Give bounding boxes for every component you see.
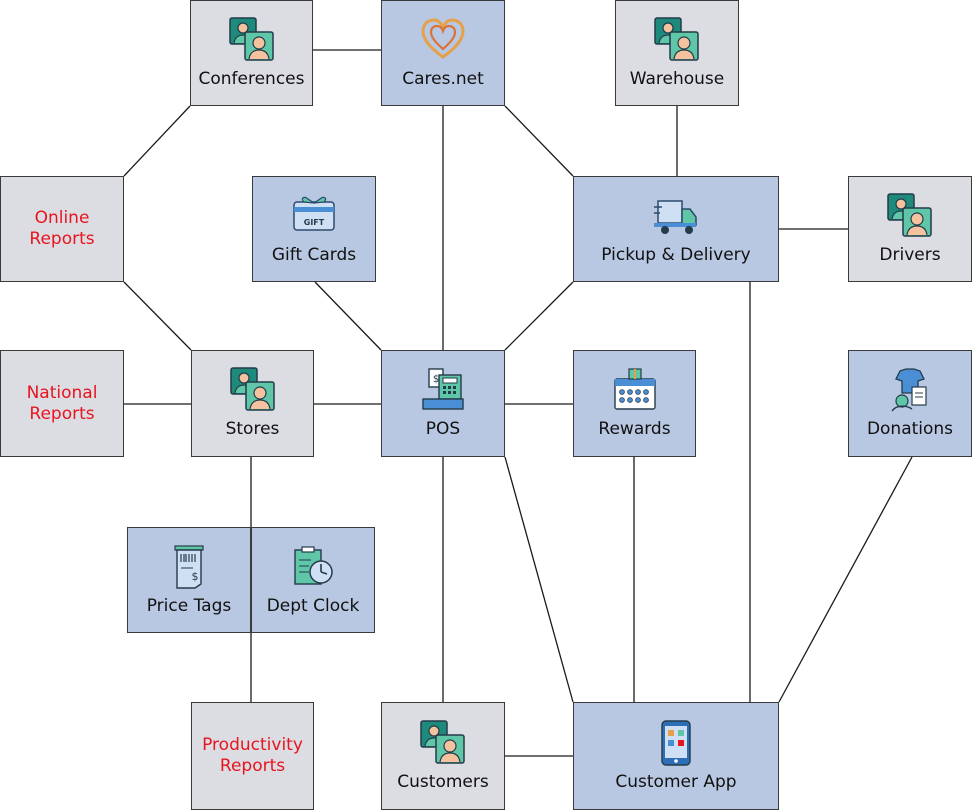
pickup-delivery-node[interactable]: Pickup & Delivery <box>573 176 779 282</box>
rewards-label: Rewards <box>598 419 671 439</box>
national-reports-label: National Reports <box>26 382 98 424</box>
heart-icon <box>419 17 467 63</box>
gift-cards-label: Gift Cards <box>271 244 357 265</box>
people-icon <box>653 16 701 63</box>
national-reports-node[interactable]: National Reports <box>0 350 124 457</box>
people-icon <box>229 367 277 413</box>
customers-label: Customers <box>397 771 489 792</box>
price-tag-icon: $ <box>165 544 213 590</box>
gift-cards-node[interactable]: GIFT Gift Cards <box>252 176 376 282</box>
clock-board-icon <box>289 544 337 590</box>
rewards-node[interactable]: Rewards <box>573 350 696 457</box>
pos-label: POS <box>425 419 461 439</box>
edge-online-reports-stores <box>123 281 192 351</box>
cares-net-label: Cares.net <box>402 68 484 89</box>
stores-node[interactable]: Stores <box>191 350 314 457</box>
productivity-reports-label: Productivity Reports <box>202 735 303 776</box>
people-icon <box>228 16 276 63</box>
customer-app-label: Customer App <box>615 771 737 792</box>
gift-card-icon: GIFT <box>290 193 338 239</box>
people-icon <box>886 192 934 239</box>
productivity-reports-node[interactable]: Productivity Reports <box>191 702 314 810</box>
pickup-delivery-label: Pickup & Delivery <box>601 244 751 265</box>
online-reports-node[interactable]: Online Reports <box>0 176 124 282</box>
customers-node[interactable]: Customers <box>381 702 505 810</box>
donations-node[interactable]: Donations <box>848 350 972 457</box>
cash-register-icon: $ <box>419 367 467 413</box>
donations-label: Donations <box>866 419 954 439</box>
edge-donations-customer-app <box>778 456 913 703</box>
rewards-calendar-icon <box>611 367 659 413</box>
conferences-node[interactable]: Conferences <box>190 0 313 106</box>
delivery-truck-icon <box>652 193 700 239</box>
online-reports-label: Online Reports <box>29 208 95 249</box>
edge-pos-customer-app <box>504 456 574 703</box>
svg-text:$: $ <box>433 374 439 385</box>
drivers-label: Drivers <box>879 244 941 265</box>
smartphone-icon <box>652 719 700 766</box>
pos-node[interactable]: $ POS <box>381 350 505 457</box>
people-icon <box>419 719 467 766</box>
dept-clock-node[interactable]: Dept Clock <box>251 527 375 633</box>
edge-gift-cards-pos <box>314 281 382 351</box>
price-tags-label: Price Tags <box>146 595 232 616</box>
svg-text:$: $ <box>192 570 199 583</box>
conferences-label: Conferences <box>198 68 305 89</box>
customer-app-node[interactable]: Customer App <box>573 702 779 810</box>
price-tags-node[interactable]: $ Price Tags <box>127 527 251 633</box>
svg-text:GIFT: GIFT <box>304 218 325 227</box>
cares-net-node[interactable]: Cares.net <box>381 0 505 106</box>
edge-conferences-online-reports <box>123 105 191 177</box>
warehouse-label: Warehouse <box>629 68 725 89</box>
edge-cares-pickup <box>504 105 574 177</box>
edge-pickup-pos <box>504 281 574 351</box>
drivers-node[interactable]: Drivers <box>848 176 972 282</box>
warehouse-node[interactable]: Warehouse <box>615 0 739 106</box>
stores-label: Stores <box>225 419 280 439</box>
dept-clock-label: Dept Clock <box>266 595 360 616</box>
donation-icon <box>886 367 934 413</box>
